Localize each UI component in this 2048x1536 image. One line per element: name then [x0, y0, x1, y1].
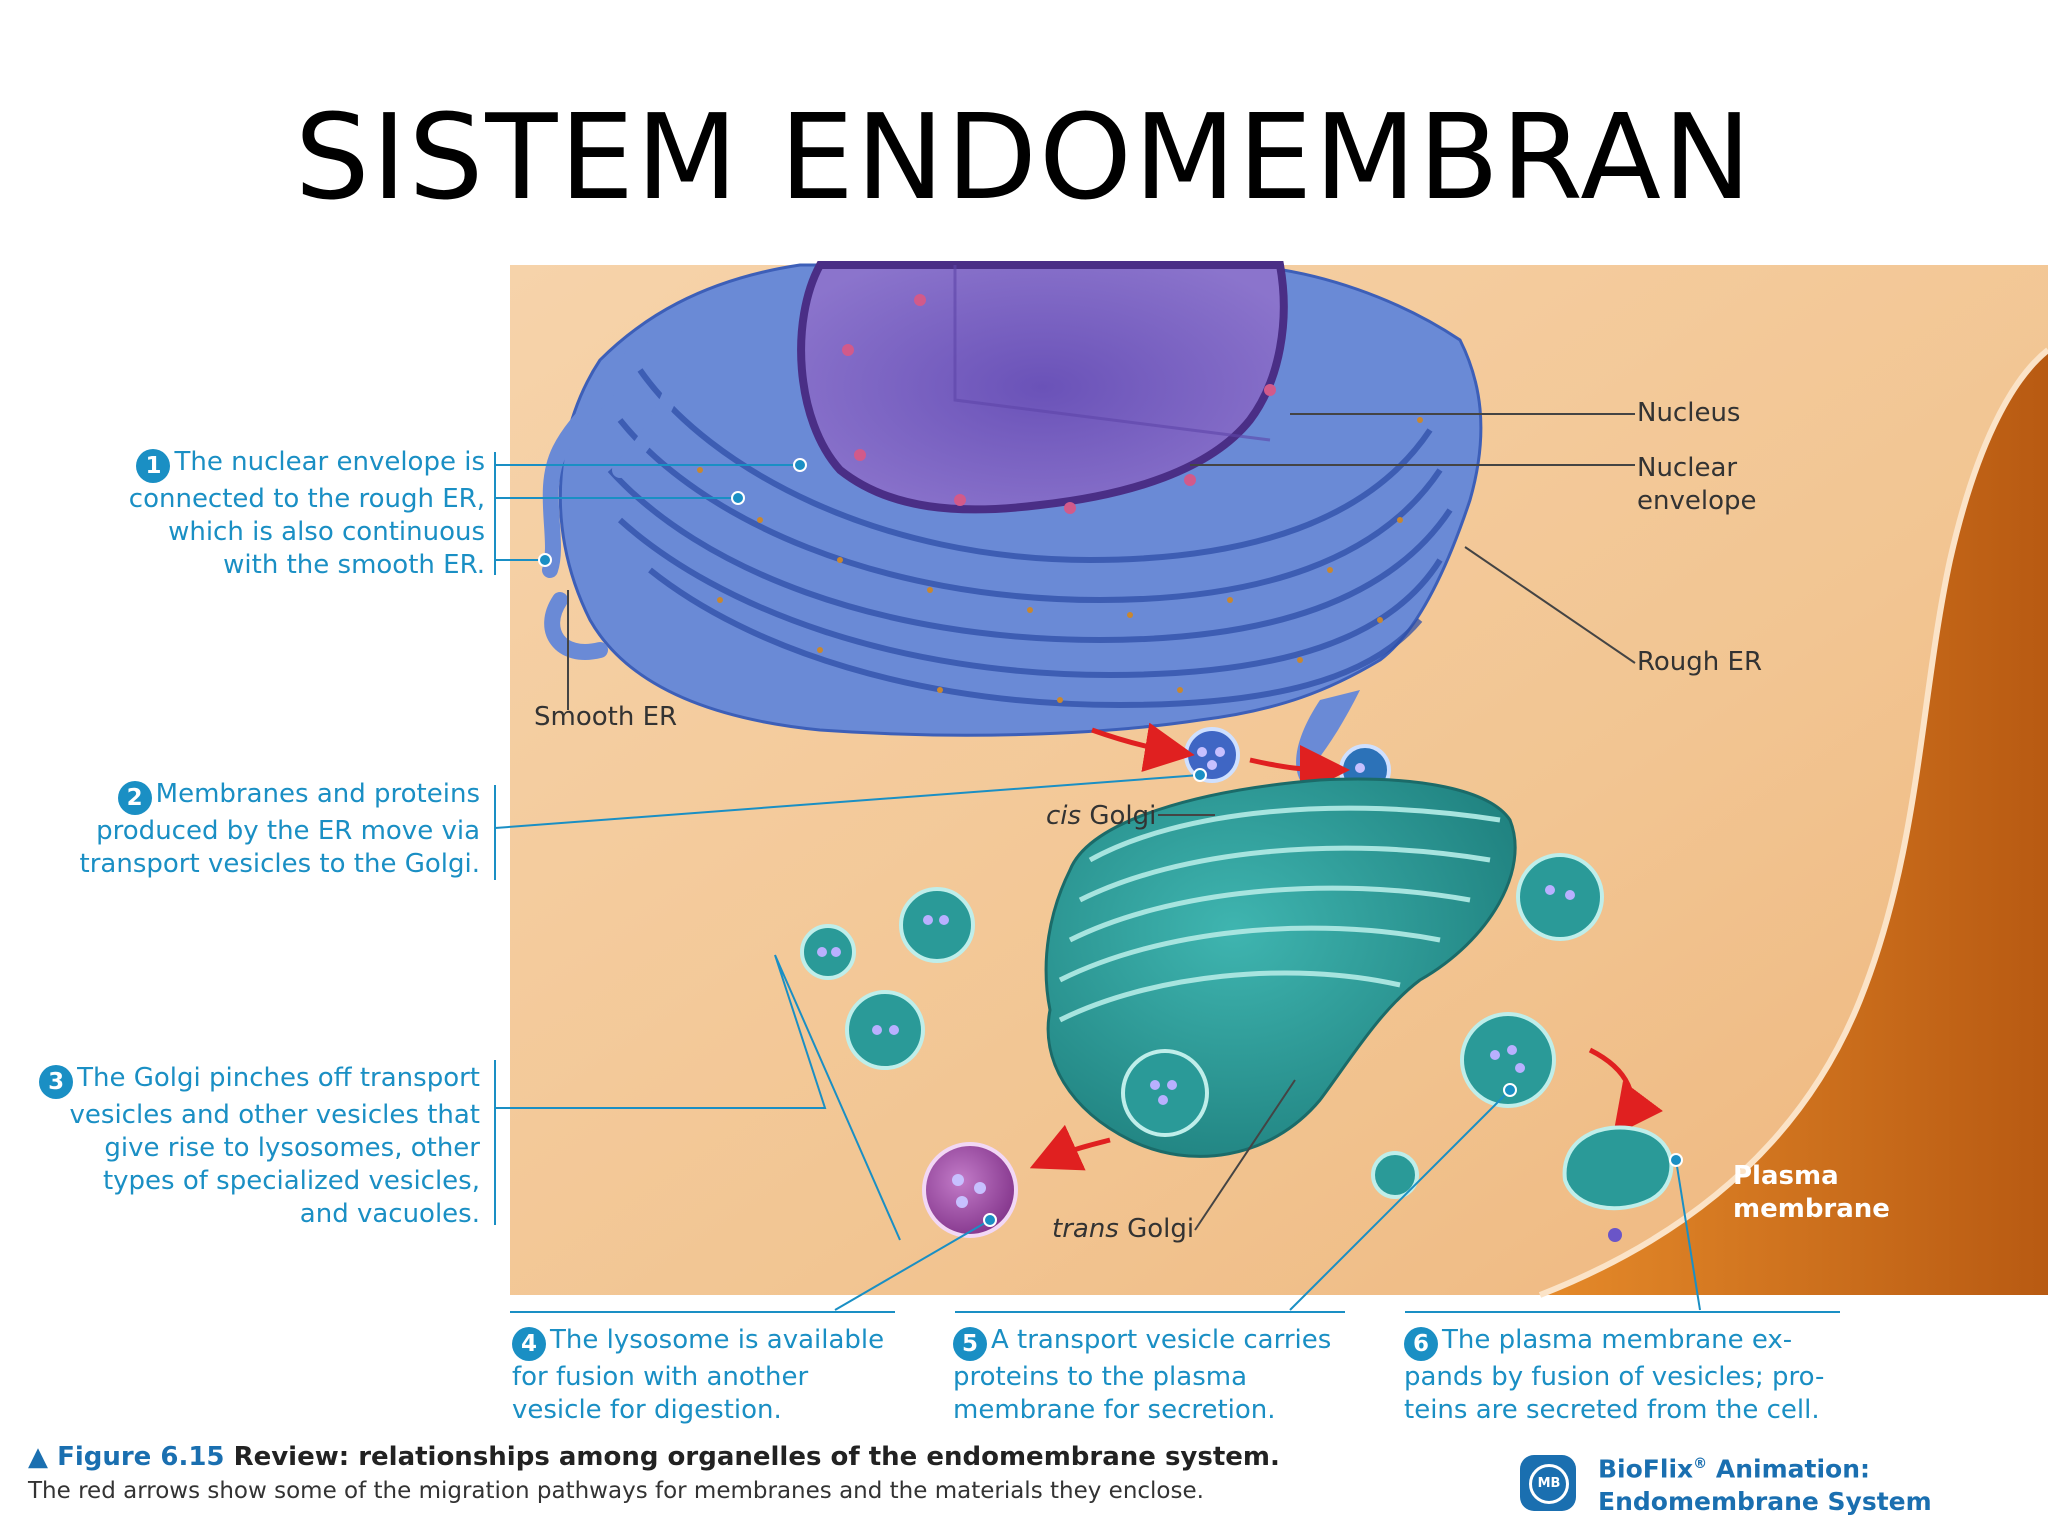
bioflix-registered: ®	[1693, 1456, 1708, 1472]
callout-4-number: 4	[512, 1327, 546, 1361]
callout-5-line-1: A transport vesicle carries	[991, 1325, 1332, 1355]
nucleus	[797, 261, 1288, 514]
leader-lines	[494, 452, 1840, 1313]
callout-3-line-2: vesicles and other vesicles that	[69, 1100, 480, 1130]
figure-caption-text: The red arrows show some of the migratio…	[28, 1478, 1204, 1504]
ribosomes	[657, 417, 1423, 703]
bioflix-link[interactable]: MB BioFlix® Animation: Endomembrane Syst…	[1520, 1448, 1932, 1518]
label-nuclear-envelope-line-1: Nuclear	[1637, 453, 1738, 483]
label-nuclear-envelope: Nuclear envelope	[1637, 452, 1757, 518]
callout-6-line-2: pands by fusion of vesicles; pro-	[1404, 1362, 1825, 1392]
nucleolus-cut	[953, 265, 1271, 442]
label-plasma-membrane-line-1: Plasma	[1733, 1161, 1839, 1191]
callout-2-line-3: transport vesicles to the Golgi.	[79, 849, 480, 879]
figure-heading: ▲ Figure 6.15 Review: relationships amon…	[28, 1442, 1280, 1472]
callout-3-line-4: types of specialized vesicles,	[102, 1166, 480, 1196]
label-plasma-membrane: Plasma membrane	[1733, 1160, 1890, 1226]
callout-3-line-1: The Golgi pinches off transport	[77, 1063, 480, 1093]
figure-heading-text: Review: relationships among organelles o…	[233, 1442, 1280, 1472]
callout-2-line-2: produced by the ER move via	[96, 816, 480, 846]
callout-6-line-3: teins are secreted from the cell.	[1404, 1395, 1820, 1425]
label-trans-golgi-text: Golgi	[1127, 1214, 1195, 1244]
smooth-er-tubules	[542, 322, 698, 660]
callout-1-line-2: connected to the rough ER,	[128, 484, 485, 514]
bioflix-text: BioFlix® Animation: Endomembrane System	[1598, 1448, 1932, 1518]
callout-6-line-1: The plasma membrane ex-	[1442, 1325, 1793, 1355]
bioflix-name: BioFlix	[1598, 1454, 1694, 1484]
vesicle-cargo	[817, 885, 1575, 1105]
label-rough-er: Rough ER	[1637, 647, 1763, 677]
callout-6-number: 6	[1404, 1327, 1438, 1361]
plasma-membrane-region	[1540, 350, 2048, 1295]
label-lines	[567, 413, 1636, 1231]
callout-1-line-4: with the smooth ER.	[223, 550, 485, 580]
figure-arrow-icon: ▲	[28, 1442, 48, 1472]
golgi-vesicles	[800, 853, 1604, 1199]
label-cis-golgi-text: Golgi	[1089, 801, 1157, 831]
plasma-membrane-line	[1538, 347, 2048, 1298]
callout-4-line-2: for fusion with another	[512, 1362, 809, 1392]
figure-number: Figure 6.15	[57, 1442, 225, 1472]
label-nuclear-envelope-line-2: envelope	[1637, 486, 1757, 516]
callout-1-line-1: The nuclear envelope is	[174, 447, 485, 477]
callout-4-line-3: vesicle for digestion.	[512, 1395, 782, 1425]
callout-1-number: 1	[136, 449, 171, 483]
bioflix-animation: Animation:	[1707, 1454, 1870, 1484]
callout-3-line-5: and vacuoles.	[299, 1199, 480, 1229]
bioflix-badge-text: MB	[1529, 1464, 1569, 1505]
label-cis-golgi: cis Golgi	[1046, 800, 1156, 833]
callout-3-number: 3	[39, 1065, 74, 1099]
lysosome	[922, 1142, 1018, 1238]
callout-5-number: 5	[953, 1327, 987, 1361]
label-smooth-er: Smooth ER	[534, 702, 678, 732]
er-cisternae	[607, 368, 1453, 709]
nuclear-pores	[842, 294, 1276, 514]
label-cis-prefix: cis	[1046, 801, 1082, 831]
bioflix-icon: MB	[1520, 1455, 1576, 1512]
page-title: SISTEM ENDOMEMBRAN	[294, 88, 1754, 226]
callout-1-line-3: which is also continuous	[168, 517, 485, 547]
label-trans-golgi: trans Golgi	[1052, 1213, 1194, 1246]
callout-2-number: 2	[117, 781, 152, 815]
figure-caption: ▲ Figure 6.15 Review: relationships amon…	[28, 1442, 1280, 1504]
callout-4-line-1: The lysosome is available	[550, 1325, 885, 1355]
label-trans-prefix: trans	[1052, 1214, 1119, 1244]
leader-dots	[538, 458, 1683, 1227]
callout-3-line-3: give rise to lysosomes, other	[104, 1133, 480, 1163]
migration-arrows	[1029, 722, 1663, 1171]
callout-2-line-1: Membranes and proteins	[155, 779, 480, 809]
callout-5-line-2: proteins to the plasma	[953, 1362, 1247, 1392]
label-plasma-membrane-line-2: membrane	[1733, 1194, 1890, 1224]
label-nucleus: Nucleus	[1637, 398, 1741, 428]
bioflix-title: Endomembrane System	[1598, 1487, 1932, 1517]
callout-5-line-3: membrane for secretion.	[953, 1395, 1276, 1425]
